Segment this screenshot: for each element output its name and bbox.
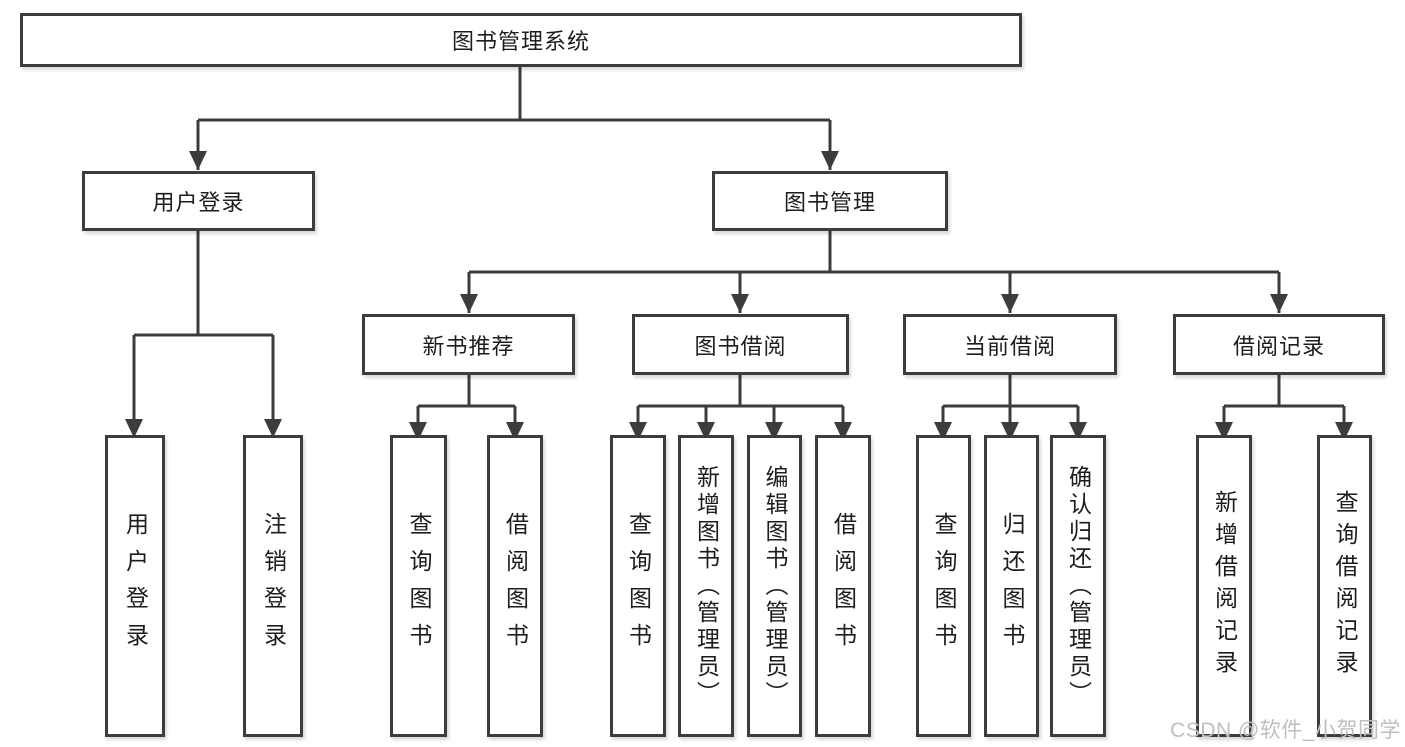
connector-borrow-records-branch (1224, 375, 1344, 408)
leaf-label: 用户登录 (122, 512, 149, 660)
leaf-label: 查询图书 (625, 512, 652, 660)
leaf-query-books-recommend: 查询图书 (390, 435, 447, 737)
node-book-borrow: 图书借阅 (632, 314, 849, 375)
leaf-label: 借阅图书 (830, 512, 857, 660)
leaf-query-books-borrow: 查询图书 (610, 435, 666, 737)
node-borrow-records: 借阅记录 (1173, 314, 1385, 375)
leaf-add-book-admin: 新增图书（管理员） (678, 435, 734, 737)
leaf-logout: 注销登录 (243, 435, 303, 737)
leaf-query-books-current: 查询图书 (916, 435, 971, 737)
leaf-label: 确认归还（管理员） (1065, 464, 1092, 708)
connector-new-book-branch (418, 375, 515, 408)
node-book-management: 图书管理 (712, 171, 948, 231)
node-label: 图书借阅 (694, 333, 787, 359)
leaf-label: 注销登录 (260, 512, 287, 660)
leaf-label: 编辑图书（管理员） (762, 464, 788, 708)
node-label: 新书推荐 (422, 333, 515, 359)
leaf-label: 新增借阅记录 (1211, 490, 1238, 682)
leaf-return-book: 归还图书 (984, 435, 1039, 737)
leaf-borrow-books-borrow: 借阅图书 (815, 435, 871, 737)
connector-book-management-branch (469, 231, 1279, 274)
leaf-label: 查询图书 (406, 512, 432, 660)
connector-current-borrow-branch (943, 375, 1078, 408)
leaf-borrow-books-recommend: 借阅图书 (487, 435, 543, 737)
leaf-add-borrow-record: 新增借阅记录 (1196, 435, 1252, 737)
leaf-label: 归还图书 (999, 512, 1025, 660)
leaf-confirm-return-admin: 确认归还（管理员） (1050, 435, 1106, 737)
node-label: 图书管理 (783, 190, 876, 215)
connector-user-login-branch (134, 231, 273, 337)
leaf-query-borrow-record: 查询借阅记录 (1317, 435, 1372, 737)
leaf-label: 新增图书（管理员） (693, 464, 720, 708)
node-label: 借阅记录 (1232, 333, 1325, 359)
node-label: 图书管理系统 (451, 29, 590, 54)
node-user-login: 用户登录 (82, 171, 315, 231)
leaf-label: 借阅图书 (502, 512, 529, 660)
watermark-text: CSDN @软件_小贺同学 (1170, 719, 1401, 742)
node-new-book-recommend: 新书推荐 (362, 314, 575, 375)
node-label: 用户登录 (152, 190, 245, 215)
leaf-label: 查询借阅记录 (1332, 490, 1358, 682)
leaf-label: 查询图书 (931, 512, 957, 660)
leaf-user-login: 用户登录 (105, 435, 165, 737)
node-label: 当前借阅 (963, 333, 1056, 359)
node-library-management-system: 图书管理系统 (20, 13, 1022, 67)
connector-root-branch (198, 67, 830, 122)
node-current-borrow: 当前借阅 (903, 314, 1117, 375)
connector-book-borrow-branch (638, 375, 843, 408)
leaf-edit-book-admin: 编辑图书（管理员） (747, 435, 802, 737)
